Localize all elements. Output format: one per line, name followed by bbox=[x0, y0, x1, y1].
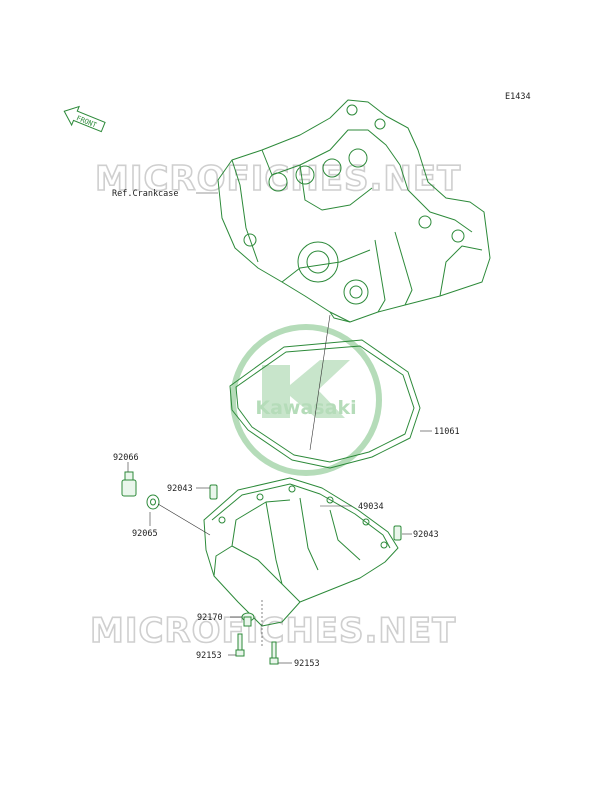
pin-92043-right bbox=[393, 525, 402, 541]
bolt-92170 bbox=[241, 612, 255, 627]
oil-pan-gasket bbox=[229, 339, 421, 469]
diagram-code: E1434 bbox=[505, 92, 531, 102]
crankcase-part bbox=[217, 99, 491, 323]
callout-49034: 49034 bbox=[358, 502, 384, 512]
leader-lines bbox=[127, 192, 432, 664]
callout-92065: 92065 bbox=[132, 529, 158, 539]
callout-92043-left: 92043 bbox=[167, 484, 193, 494]
callout-92066: 92066 bbox=[113, 453, 139, 463]
front-arrow-icon: FRONT bbox=[63, 105, 106, 133]
oil-pan bbox=[203, 477, 399, 627]
logo-text: Kawasaki bbox=[255, 397, 356, 419]
pin-92043-left bbox=[209, 484, 218, 500]
callout-92153-right: 92153 bbox=[294, 659, 320, 669]
kawasaki-logo: Kawasaki bbox=[230, 324, 382, 476]
callout-92043-right: 92043 bbox=[413, 530, 439, 540]
bolt-92153-right bbox=[269, 641, 279, 665]
bolt-92153-left bbox=[235, 633, 245, 657]
callout-ref-crankcase: Ref.Crankcase bbox=[112, 189, 179, 199]
plug-92066 bbox=[121, 471, 137, 497]
washer-92065 bbox=[146, 494, 160, 510]
callout-11061: 11061 bbox=[434, 427, 460, 437]
callout-92153-left: 92153 bbox=[196, 651, 222, 661]
callout-92170: 92170 bbox=[197, 613, 223, 623]
